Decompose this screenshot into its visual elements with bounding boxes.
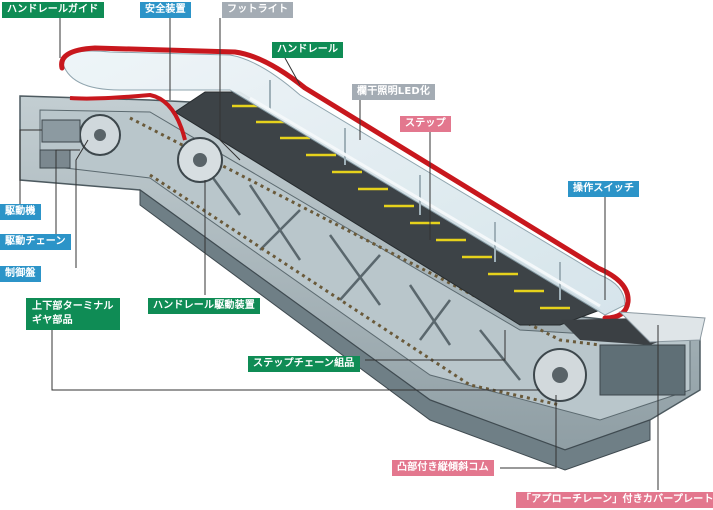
label-footlight: フットライト: [222, 2, 294, 18]
step-edges: [232, 104, 570, 310]
label-safety-device: 安全装置: [140, 2, 191, 18]
label-operation-switch: 操作スイッチ: [568, 181, 640, 197]
label-inclined-rubber: 凸部付き縦傾斜コム: [392, 460, 494, 476]
balustrade-led-strip: [249, 96, 601, 308]
truss-bottom-skirt: [139, 189, 651, 471]
label-balustrade-led: 欄干照明LED化: [352, 84, 436, 100]
cover-plate: [618, 311, 706, 343]
label-step: ステップ: [400, 116, 451, 132]
label-handrail-guide: ハンドレールガイド: [2, 2, 104, 18]
lower-pit: [599, 344, 686, 396]
label-approach-cover-plate: 「アプローチレーン」付きカバープレート: [516, 492, 713, 508]
label-step-chain: ステップチェーン組品: [248, 356, 360, 372]
handrail: [59, 45, 631, 321]
return-chain-path: [149, 173, 561, 407]
label-control-panel: 制御盤: [0, 266, 41, 282]
label-terminal-gear: 上下部ターミナル ギヤ部品: [26, 298, 120, 330]
upper-drive-area: [39, 114, 223, 183]
lower-terminal-area: [533, 311, 706, 402]
drive-motor-box: [41, 119, 81, 143]
handrail-return: [69, 92, 187, 141]
label-drive-unit: 駆動機: [0, 204, 41, 220]
label-handrail-drive: ハンドレール駆動装置: [148, 298, 260, 314]
label-drive-chain: 駆動チェーン: [0, 234, 71, 250]
step-chain-path: [129, 116, 601, 347]
truss-interior: [39, 109, 691, 421]
label-handrail: ハンドレール: [272, 42, 344, 58]
leader-lines: [19, 18, 659, 490]
control-panel-box: [39, 149, 71, 169]
